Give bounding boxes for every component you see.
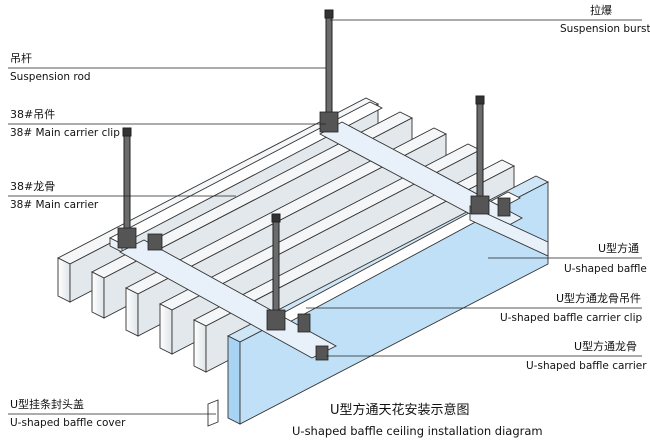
u-baffle-carrier-label-zh: U型方通龙骨 (574, 340, 638, 353)
leader-lines (8, 19, 642, 415)
u-baffle-label-en: U-shaped baffle (564, 263, 647, 275)
suspension-burst-label-zh: 拉爆 (590, 4, 612, 17)
rod (475, 95, 485, 207)
u-baffle-carrier-clip-label-en: U-shaped baffle carrier clip (500, 312, 643, 324)
suspension-rod-label-zh: 吊杆 (10, 52, 32, 65)
clip (297, 313, 311, 333)
rod (324, 9, 334, 123)
clip (315, 345, 329, 361)
u-baffle-cover-label-zh: U型挂条封头盖 (10, 398, 85, 411)
rod (271, 213, 281, 321)
clip (470, 195, 490, 215)
clip (266, 309, 286, 331)
clip (497, 197, 511, 217)
clip (117, 227, 137, 249)
main-carrier-label-en: 38# Main carrier (10, 199, 99, 211)
u-baffle-cover-label-en: U-shaped baffle cover (10, 417, 126, 429)
baffle-carrier-right (469, 205, 549, 257)
u-baffle-carrier-label-en: U-shaped baffle carrier (526, 360, 647, 372)
diagram-title-en: U-shaped baffle ceiling installation dia… (292, 424, 543, 438)
u-baffle-carrier-clip-label-zh: U型方通龙骨吊件 (556, 292, 642, 305)
carrier-clips (117, 111, 511, 361)
rod (122, 127, 132, 239)
clip (319, 111, 339, 133)
diagram-title-zh: U型方通天花安装示意图 (330, 403, 470, 418)
u-baffle-label-zh: U型方通 (598, 242, 640, 255)
suspension-rod-label-en: Suspension rod (10, 71, 91, 83)
main-carrier-clip-label-en: 38# Main carrier clip (10, 127, 120, 139)
suspension-burst-label-en: Suspension burst (560, 23, 650, 35)
main-carrier-label-zh: 38#龙骨 (10, 180, 56, 193)
main-carrier-clip-label-zh: 38#吊件 (10, 108, 56, 121)
clip (147, 233, 163, 251)
baffle-cover (207, 399, 219, 427)
